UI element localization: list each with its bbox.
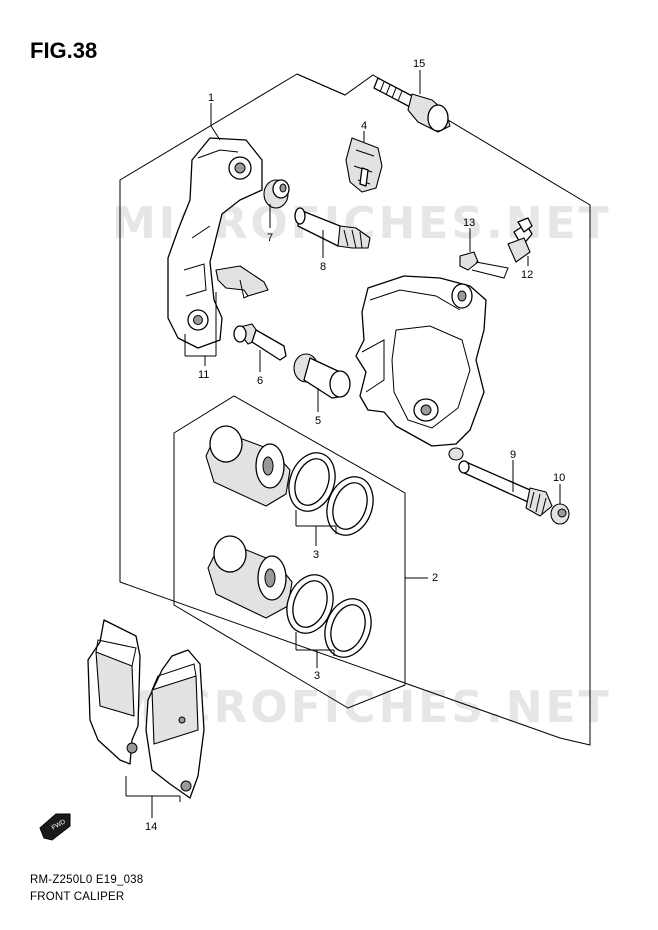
piston-upper: [205, 425, 291, 507]
fwd-direction-badge: FWD: [39, 813, 71, 841]
caliper-bracket: [167, 137, 263, 349]
callout-12: 12: [521, 269, 533, 281]
callout-3-upper: 3: [313, 549, 319, 561]
pad-pin: [458, 460, 553, 517]
bleeder-cap: [459, 251, 509, 279]
slide-pin-6: [233, 323, 287, 361]
brake-pad-left: [87, 619, 141, 765]
callout-4: 4: [361, 120, 367, 132]
callout-14: 14: [145, 821, 157, 833]
bolt-15: [373, 77, 451, 133]
piston-kit-outline: [173, 395, 406, 709]
callout-5: 5: [315, 415, 321, 427]
callout-15: 15: [413, 58, 425, 70]
callout-3-lower: 3: [314, 670, 320, 682]
bracket-clip: [215, 265, 269, 299]
pad-spring: [345, 137, 383, 193]
slide-pin-8: [294, 207, 371, 249]
seal-lower-2: [324, 598, 372, 658]
callout-2: 2: [432, 572, 438, 584]
callout-8: 8: [320, 261, 326, 273]
boot-7: [263, 179, 290, 209]
callout-10: 10: [553, 472, 565, 484]
boot-5: [293, 353, 351, 399]
bleeder-valve: [507, 217, 533, 263]
callout-9: 9: [510, 449, 516, 461]
callout-6: 6: [257, 375, 263, 387]
brake-pad-right: [145, 649, 205, 799]
figure-title: FIG.38: [30, 38, 98, 63]
caliper-body: [355, 275, 487, 461]
callout-1: 1: [208, 92, 214, 104]
diagram-name: FRONT CALIPER: [30, 891, 125, 903]
piston-lower: [207, 535, 293, 619]
callout-7: 7: [267, 232, 273, 244]
seal-lower-1: [286, 574, 334, 634]
plug: [550, 503, 570, 525]
diagram-code: RM-Z250L0 E19_038: [30, 874, 144, 886]
callout-11: 11: [198, 369, 209, 381]
leader-lines: [125, 70, 561, 818]
seal-upper-2: [326, 476, 374, 536]
callout-13: 13: [463, 217, 475, 229]
seal-upper-1: [288, 452, 336, 512]
